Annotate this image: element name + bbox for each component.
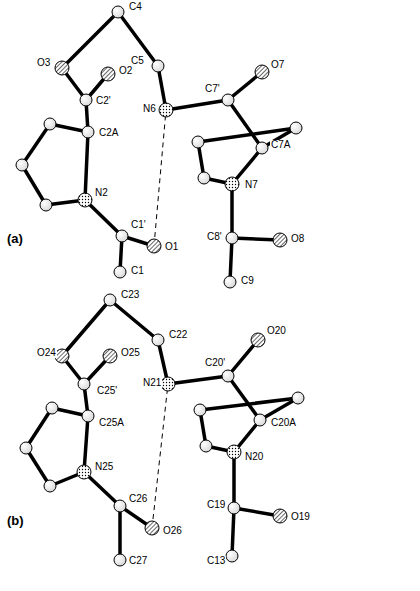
atoms-a bbox=[16, 6, 302, 288]
atom-label: C23 bbox=[120, 290, 140, 300]
atom-label: O24 bbox=[36, 348, 57, 358]
atom-label: C19 bbox=[206, 500, 226, 510]
atoms-b bbox=[20, 294, 304, 566]
atom-label: C20A bbox=[270, 418, 297, 428]
atom-label: C4 bbox=[128, 2, 143, 12]
atom-label: C20' bbox=[204, 358, 226, 368]
panel-label: (b) bbox=[6, 514, 25, 527]
atom-label: N7 bbox=[244, 180, 259, 190]
atom-label: C25A bbox=[98, 418, 125, 428]
atom-label: N25 bbox=[94, 462, 114, 472]
atom-label: C27 bbox=[128, 556, 148, 566]
atom-label: C7A bbox=[270, 140, 291, 150]
atom-label: C8' bbox=[206, 232, 223, 242]
atom-label: N2 bbox=[94, 188, 109, 198]
atom-label: O26 bbox=[162, 526, 183, 536]
atom-label: O7 bbox=[270, 60, 285, 70]
atom-label: O8 bbox=[290, 234, 305, 244]
atom-label: N21 bbox=[142, 378, 162, 388]
atom-label: C2A bbox=[98, 128, 119, 138]
atom-label: C13 bbox=[206, 556, 226, 566]
atom-label: O25 bbox=[120, 348, 141, 358]
atom-label: C9 bbox=[240, 276, 255, 286]
panel-label: (a) bbox=[6, 232, 24, 245]
atom-label: C22 bbox=[168, 330, 188, 340]
atom-label: C2' bbox=[95, 96, 112, 106]
atom-label: N6 bbox=[142, 104, 157, 114]
bonds-b bbox=[26, 300, 298, 560]
atom-label: C25' bbox=[96, 386, 118, 396]
atom-label: C26 bbox=[128, 494, 148, 504]
atom-label: C5 bbox=[130, 56, 145, 66]
atom-label: O2 bbox=[118, 66, 133, 76]
atom-label: C1' bbox=[130, 220, 147, 230]
bonds-a bbox=[22, 12, 296, 282]
atom-label: O1 bbox=[164, 242, 179, 252]
atom-label: C7' bbox=[204, 84, 221, 94]
atom-label: O3 bbox=[36, 58, 51, 68]
atom-label: C1 bbox=[130, 266, 145, 276]
atom-label: N20 bbox=[244, 452, 264, 462]
atom-label: O20 bbox=[266, 326, 287, 336]
atom-label: O19 bbox=[290, 512, 311, 522]
